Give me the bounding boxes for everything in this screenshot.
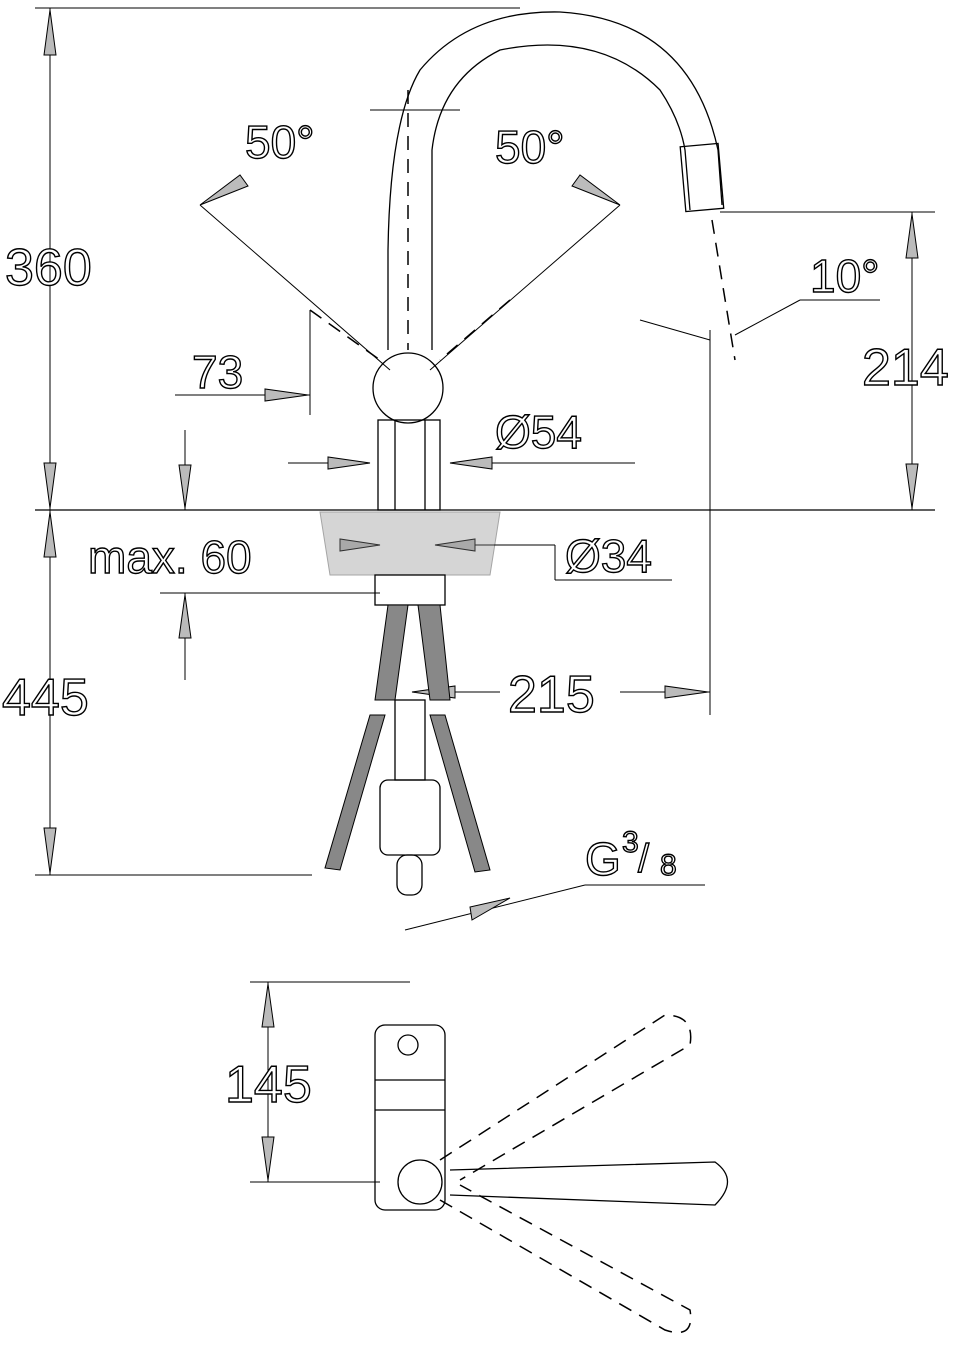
handle-offset-label: 73	[192, 346, 243, 398]
left-angle-label: 50°	[245, 116, 315, 168]
thread-numerator-label: 3	[622, 826, 639, 859]
top-view-depth-label: 145	[225, 1056, 312, 1114]
max-counter-thickness-label: max. 60	[88, 531, 252, 583]
below-counter-length-label: 445	[2, 669, 89, 727]
hole-diameter-label: Ø34	[565, 530, 652, 582]
thread-slash: /	[638, 837, 650, 881]
faucet-top-view	[374, 1014, 729, 1334]
spout-angle-label: 10°	[810, 250, 880, 302]
right-angle-label: 50°	[495, 121, 565, 173]
arrowheads	[43, 9, 919, 1181]
total-height-label: 360	[5, 239, 92, 297]
body-diameter-label: Ø54	[495, 406, 582, 458]
spout-reach-label: 215	[508, 666, 595, 724]
dimension-lines	[35, 7, 935, 1183]
spout-height-label: 214	[862, 339, 949, 397]
faucet-front-view	[309, 11, 736, 896]
thread-letter-label: G	[585, 833, 621, 885]
dimension-labels: 360 50° 50° 10° 214 73 Ø54 max. 60 Ø34 4…	[1, 115, 949, 1114]
thread-denominator-label: 8	[660, 849, 677, 882]
